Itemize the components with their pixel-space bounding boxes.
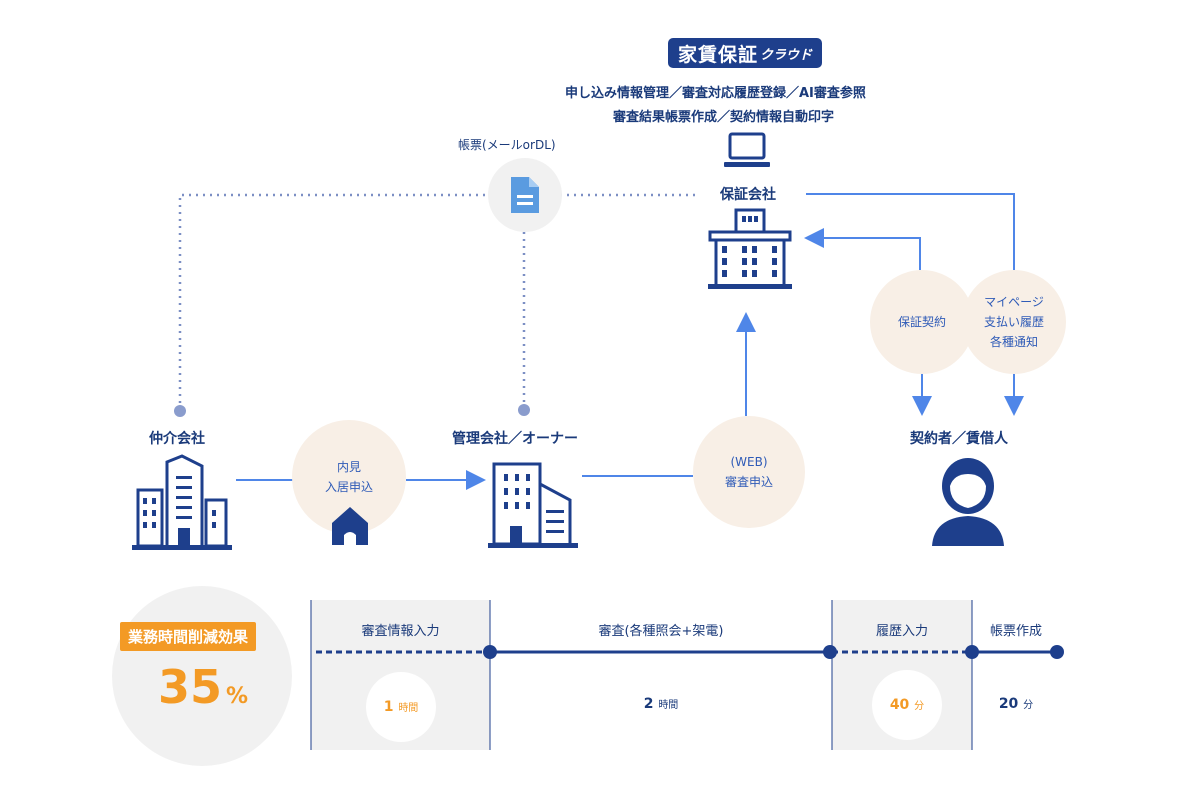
viewing-line-1: 内見 <box>336 460 361 474</box>
segment-4-value: 20 分 <box>998 696 1034 712</box>
person-icon <box>932 458 1004 546</box>
timeline-node-1 <box>483 645 497 659</box>
timeline-node-2 <box>823 645 837 659</box>
document-label: 帳票(メールorDL) <box>458 138 556 152</box>
mypage-circle: マイページ 支払い履歴 各種通知 <box>962 270 1066 374</box>
mypage-line-1: マイページ <box>984 295 1044 309</box>
segment-3-value: 40 分 <box>889 697 925 713</box>
effect-number: 35 <box>158 660 223 714</box>
effect-circle <box>112 586 292 766</box>
timeline-node-4 <box>1050 645 1064 659</box>
segment-2-value-wrap: 2 時間 <box>490 696 832 712</box>
web-line-1: (WEB) <box>730 455 768 469</box>
effect-badge: 業務時間削減効果 <box>120 622 257 651</box>
segment-3-value-circle: 40 分 <box>872 670 942 740</box>
effect-value: 35% <box>158 660 248 714</box>
timeline-node-3 <box>965 645 979 659</box>
house-icon <box>332 507 368 545</box>
guarantor-building-icon <box>708 208 792 289</box>
tenant-label: 契約者／賃借人 <box>910 431 1008 447</box>
segment-4-value-wrap: 20 分 <box>972 696 1060 712</box>
feature-line-1: 申し込み情報管理／審査対応履歴登録／AI審査参照 <box>565 86 866 101</box>
contract-to-guarantor-arrow <box>804 228 921 270</box>
contract-circle: 保証契約 <box>870 270 974 374</box>
logo-main-text: 家賃保証 <box>678 43 759 66</box>
manager-dot <box>518 404 530 416</box>
manager-label: 管理会社／オーナー <box>452 431 578 447</box>
broker-dot <box>174 405 186 417</box>
segment-4-label: 帳票作成 <box>989 624 1042 639</box>
mypage-line-2: 支払い履歴 <box>983 315 1044 329</box>
contract-line-1: 保証契約 <box>897 315 946 329</box>
manager-building-icon <box>488 462 578 548</box>
document-icon <box>511 177 539 213</box>
viewing-line-2: 入居申込 <box>324 480 373 494</box>
guarantor-label: 保証会社 <box>720 187 776 203</box>
web-line-2: 審査申込 <box>724 475 773 489</box>
broker-building-icon <box>132 454 232 550</box>
product-logo: 家賃保証 クラウド <box>668 38 823 68</box>
mypage-line-3: 各種通知 <box>989 335 1038 349</box>
web-application-circle: (WEB) 審査申込 <box>693 416 805 528</box>
segment-2-label: 審査(各種照会+架電) <box>598 624 724 639</box>
segment-2-value: 2 時間 <box>643 696 679 712</box>
broker-label: 仲介会社 <box>149 431 205 447</box>
segment-1-label: 審査情報入力 <box>361 624 440 639</box>
document-circle <box>488 158 562 232</box>
feature-line-2: 審査結果帳票作成／契約情報自動印字 <box>613 110 835 125</box>
laptop-icon <box>724 132 770 167</box>
segment-1-value-circle: 1 時間 <box>366 672 436 742</box>
document-dotted-line <box>178 193 700 410</box>
guarantor-to-mypage-line <box>806 193 1015 270</box>
logo-sub-text: クラウド <box>760 47 813 63</box>
segment-3-label: 履歴入力 <box>875 624 928 639</box>
segment-1-value: 1 時間 <box>383 699 419 715</box>
effect-unit: % <box>226 684 249 709</box>
